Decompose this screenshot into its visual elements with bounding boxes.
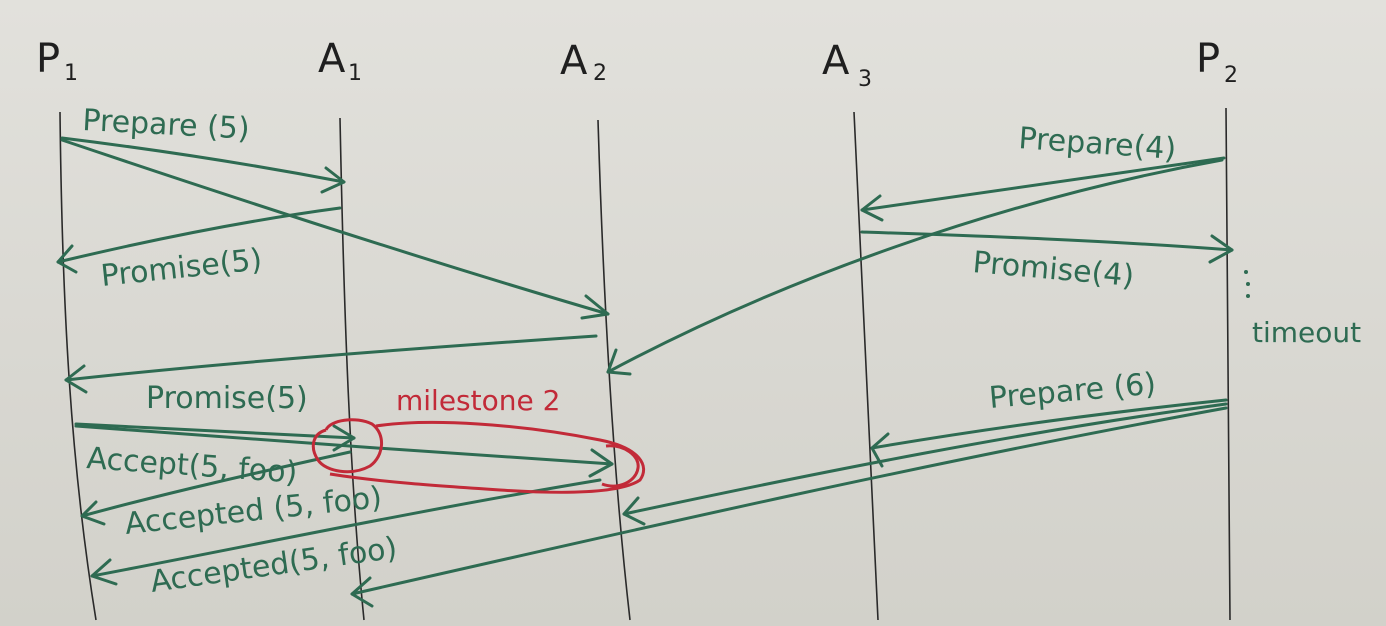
arrowhead bbox=[622, 496, 646, 526]
message-accept-to-a1: Accept(5, foo) bbox=[74, 422, 356, 491]
message-prepare-6-to-a3: Prepare (6) bbox=[870, 367, 1228, 468]
milestone-loop-a1 bbox=[311, 418, 383, 474]
message-promise-5-from-a1: Promise(5) bbox=[56, 206, 342, 294]
message-label: Promise(4) bbox=[971, 245, 1135, 294]
lifeline-subscript: 1 bbox=[64, 61, 78, 86]
lifeline-title: A bbox=[560, 38, 588, 84]
arrowhead bbox=[588, 448, 614, 478]
message-label: Accepted (5, foo) bbox=[123, 480, 383, 542]
lifeline-header-p1: P 1 bbox=[36, 36, 78, 86]
lifeline-subscript: 3 bbox=[858, 67, 872, 92]
arrowhead bbox=[606, 348, 632, 376]
milestone-loop-a2 bbox=[601, 444, 640, 488]
milestone-bracket bbox=[329, 420, 646, 494]
lifeline-title: A bbox=[822, 38, 850, 84]
message-label: Prepare (6) bbox=[988, 367, 1158, 416]
lifeline-p1 bbox=[59, 111, 97, 621]
message-line bbox=[60, 136, 346, 184]
arrowhead bbox=[320, 166, 346, 194]
lifeline-subscript: 2 bbox=[593, 61, 607, 86]
message-line bbox=[74, 422, 356, 440]
arrowhead bbox=[1208, 234, 1234, 264]
message-line bbox=[74, 424, 614, 466]
arrowhead bbox=[64, 364, 88, 394]
message-prepare-4-to-a2 bbox=[606, 158, 1224, 376]
lifeline-header-a2: A 2 bbox=[560, 38, 607, 86]
timeout-dot bbox=[1246, 282, 1250, 286]
message-line bbox=[870, 398, 1228, 450]
arrowhead bbox=[90, 558, 118, 586]
message-line bbox=[80, 450, 352, 518]
message-prepare-6-to-a2 bbox=[622, 402, 1228, 526]
message-label: Accept(5, foo) bbox=[85, 441, 298, 491]
message-line bbox=[606, 158, 1224, 374]
message-promise-4-to-p2: Promise(4) bbox=[860, 230, 1234, 294]
message-label: Prepare (5) bbox=[82, 103, 251, 147]
message-line bbox=[860, 230, 1234, 252]
message-line bbox=[60, 138, 610, 316]
arrowhead bbox=[860, 194, 884, 222]
lifeline-title: P bbox=[36, 36, 60, 82]
message-line bbox=[64, 334, 598, 382]
lifeline-a2 bbox=[597, 119, 631, 621]
message-promise-5-from-a2: Promise(5) bbox=[64, 334, 598, 416]
lifeline-header-a3: A 3 bbox=[822, 38, 872, 92]
message-line bbox=[622, 402, 1228, 516]
lifeline-a3 bbox=[853, 111, 879, 621]
message-prepare-5-to-a2 bbox=[60, 138, 610, 320]
timeout-dot bbox=[1246, 294, 1250, 298]
arrowhead bbox=[350, 576, 374, 608]
lifeline-title: P bbox=[1196, 36, 1220, 82]
message-label: Prepare(4) bbox=[1017, 121, 1177, 167]
arrowhead bbox=[870, 432, 890, 468]
message-label: Promise(5) bbox=[99, 242, 264, 294]
lifeline-a1 bbox=[339, 117, 365, 621]
message-accept-to-a2 bbox=[74, 424, 614, 478]
message-line bbox=[350, 406, 1228, 596]
arrowhead bbox=[56, 244, 78, 274]
arrowhead bbox=[80, 500, 106, 526]
lifeline-p2 bbox=[1225, 107, 1231, 621]
timeout-note: timeout bbox=[1244, 270, 1361, 349]
milestone-label: milestone 2 bbox=[396, 384, 560, 417]
lifeline-header-p2: P 2 bbox=[1196, 36, 1238, 88]
timeout-label: timeout bbox=[1252, 316, 1361, 349]
message-prepare-6-to-a1 bbox=[350, 406, 1228, 608]
message-label: Promise(5) bbox=[146, 381, 308, 416]
milestone-marker: milestone 2 bbox=[311, 384, 646, 494]
lifeline-subscript: 1 bbox=[348, 61, 362, 86]
timeout-dot bbox=[1244, 270, 1248, 274]
message-line bbox=[860, 156, 1226, 212]
lifeline-subscript: 2 bbox=[1224, 63, 1238, 88]
message-line bbox=[56, 206, 342, 264]
lifeline-title: A bbox=[318, 36, 346, 82]
lifeline-header-a1: A 1 bbox=[318, 36, 362, 86]
message-prepare-5-to-a1: Prepare (5) bbox=[60, 103, 346, 194]
arrowhead bbox=[580, 294, 610, 320]
